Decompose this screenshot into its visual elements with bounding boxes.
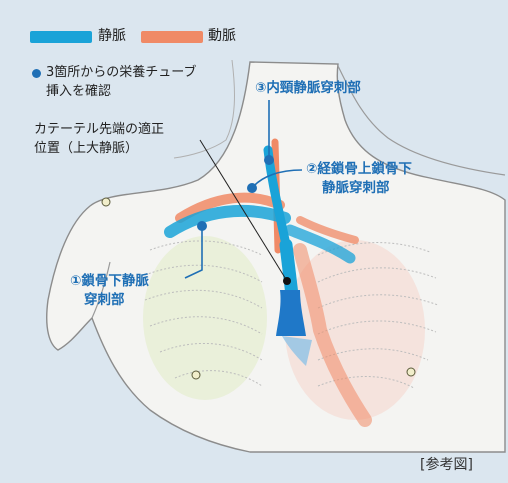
catheter-tip-label-2: 位置（上大静脈）: [34, 141, 139, 156]
reference-caption: [参考図]: [420, 457, 473, 473]
arm-contour: [91, 261, 111, 319]
back-shoulder: [173, 59, 235, 159]
lung-left: [143, 236, 267, 400]
leader-infraclavicular: [184, 228, 203, 279]
site-marker-infraclavicular: [197, 221, 207, 231]
lung-right: [285, 240, 425, 420]
label-infraclavicular-2: 穿刺部: [84, 292, 125, 308]
note-bullet: [32, 69, 41, 78]
catheter-tip-label-1: カテーテル先端の適正: [34, 122, 165, 137]
label-infraclavicular-1: ①鎖骨下静脈: [70, 273, 149, 289]
site-marker-supraclavicular: [247, 183, 257, 193]
label-supraclavicular-2: 静脈穿刺部: [322, 180, 390, 196]
heart-shape: [276, 290, 306, 336]
note-line-2: 挿入を確認: [46, 84, 112, 99]
label-supraclavicular-1: ②経鎖骨上鎖骨下: [306, 161, 412, 177]
chest-dot-left: [191, 370, 201, 380]
rib-lines: [144, 240, 439, 389]
legend-vein-label: 静脈: [98, 28, 126, 44]
neck-contour: [337, 65, 506, 176]
catheter-tip-marker: [283, 277, 291, 285]
label-internal-jugular: ③内頸静脈穿刺部: [255, 80, 361, 96]
legend-vein-swatch: [30, 31, 92, 43]
note-line-1: 3箇所からの栄養チューブ: [46, 65, 197, 80]
legend-artery-label: 動脈: [208, 28, 236, 44]
legend-artery-swatch: [141, 31, 203, 43]
shoulder-joint-left: [101, 197, 111, 207]
chest-dot-right: [406, 367, 416, 377]
catheter-tip-leader: [199, 139, 288, 282]
heart-lower: [282, 336, 312, 366]
site-marker-jugular: [264, 155, 274, 165]
